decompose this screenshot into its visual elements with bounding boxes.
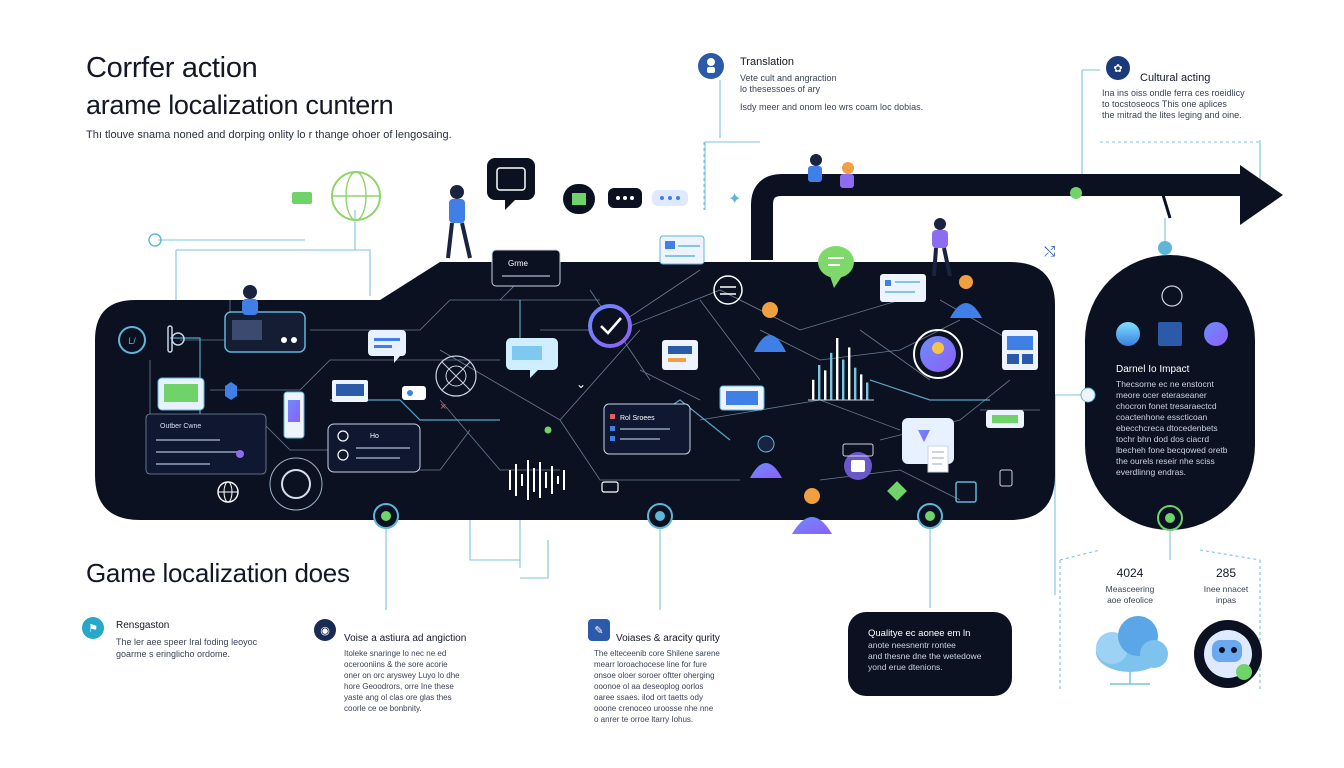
feature-1-title: Rensgaston xyxy=(116,620,170,631)
feature-2-title: Voise a astiura ad angiction xyxy=(344,633,467,644)
translation-title: Translation xyxy=(740,56,795,68)
top-card-label: Grme xyxy=(508,259,529,268)
audio-waveform xyxy=(509,460,565,500)
chart-bar xyxy=(818,364,821,400)
chart-bar xyxy=(812,379,815,400)
quality-box-text: Qualitye ec aonee em ln anote neesnentr … xyxy=(868,628,982,672)
cultural-title: Cultural acting xyxy=(1140,72,1211,84)
left-card-title: Outber Cwne xyxy=(160,423,201,430)
panel-nodes xyxy=(373,187,1183,531)
feature-1-body: The ler aee speer Iral foding leoyoc goa… xyxy=(116,637,258,659)
translation-line-2: lo thesessoes of ary xyxy=(740,84,821,94)
title-line-2: arame localization cuntern xyxy=(86,90,394,120)
voice-icon: ◉ xyxy=(314,619,336,641)
quality-box xyxy=(848,612,1012,696)
cultural-line-2: to tocstoseocs This one aplices xyxy=(1102,99,1227,109)
title-line-1: Corrfer action xyxy=(86,52,258,84)
chart-bar xyxy=(866,382,869,400)
mid-card-title: Rol Sroees xyxy=(620,415,655,422)
flow-arrow-head xyxy=(1240,165,1283,225)
svg-text:✦: ✦ xyxy=(728,191,741,208)
svg-text:⌄: ⌄ xyxy=(576,377,586,391)
svg-text:×: × xyxy=(440,401,446,413)
translation-line-3: Isdy meer and onom leo wrs coam loc dobi… xyxy=(740,102,924,112)
feature-2-body: Itoleke snaringe lo nec ne ed ocerooniin… xyxy=(344,649,460,713)
svg-text:L/: L/ xyxy=(128,336,136,346)
impact-body: Thecsorne ec ne enstocnt meore ocer eter… xyxy=(1116,379,1228,477)
video-card-label: Ho xyxy=(370,433,379,440)
svg-text:⤭: ⤭ xyxy=(1044,243,1055,259)
chart-bar xyxy=(842,359,845,400)
feature-3-body: The elteceenib core Shilene sarene mearr… xyxy=(594,649,720,724)
impact-title: Darnel Io Impact xyxy=(1116,364,1190,375)
robot-icon xyxy=(1194,620,1262,688)
subtitle: Thı tlouve snama noned and dorping onlit… xyxy=(86,129,452,141)
stat-1: 4024 Measceering aoe ofeolice xyxy=(1105,566,1155,605)
cultural-line-1: Ina ins oiss ondle ferra ces roeidlicy xyxy=(1102,88,1245,98)
feature-3-title: Voiases & aracity qurity xyxy=(616,633,720,644)
flow-arrow-shaft xyxy=(751,174,1250,260)
section-title: Game localization does xyxy=(86,558,350,588)
chart-bar xyxy=(836,338,839,400)
chart-bar xyxy=(824,370,827,400)
cultural-line-3: the mitrad the lites leging and oine. xyxy=(1102,110,1242,120)
chart-bar xyxy=(860,374,863,400)
chart-bar xyxy=(830,352,833,400)
chart-bar xyxy=(854,367,857,400)
cloud-icon xyxy=(1096,616,1168,685)
reach-icon: ⚑ xyxy=(82,617,104,639)
panel-bar-chart xyxy=(808,338,874,401)
stat-2: 285 Inee nnacet inpas xyxy=(1203,566,1249,605)
translation-line-1: Vete cult and angraction xyxy=(740,73,837,83)
svg-text:✿: ✿ xyxy=(1113,63,1122,75)
chart-bar xyxy=(848,347,851,400)
quality-icon: ✎ xyxy=(588,619,610,641)
